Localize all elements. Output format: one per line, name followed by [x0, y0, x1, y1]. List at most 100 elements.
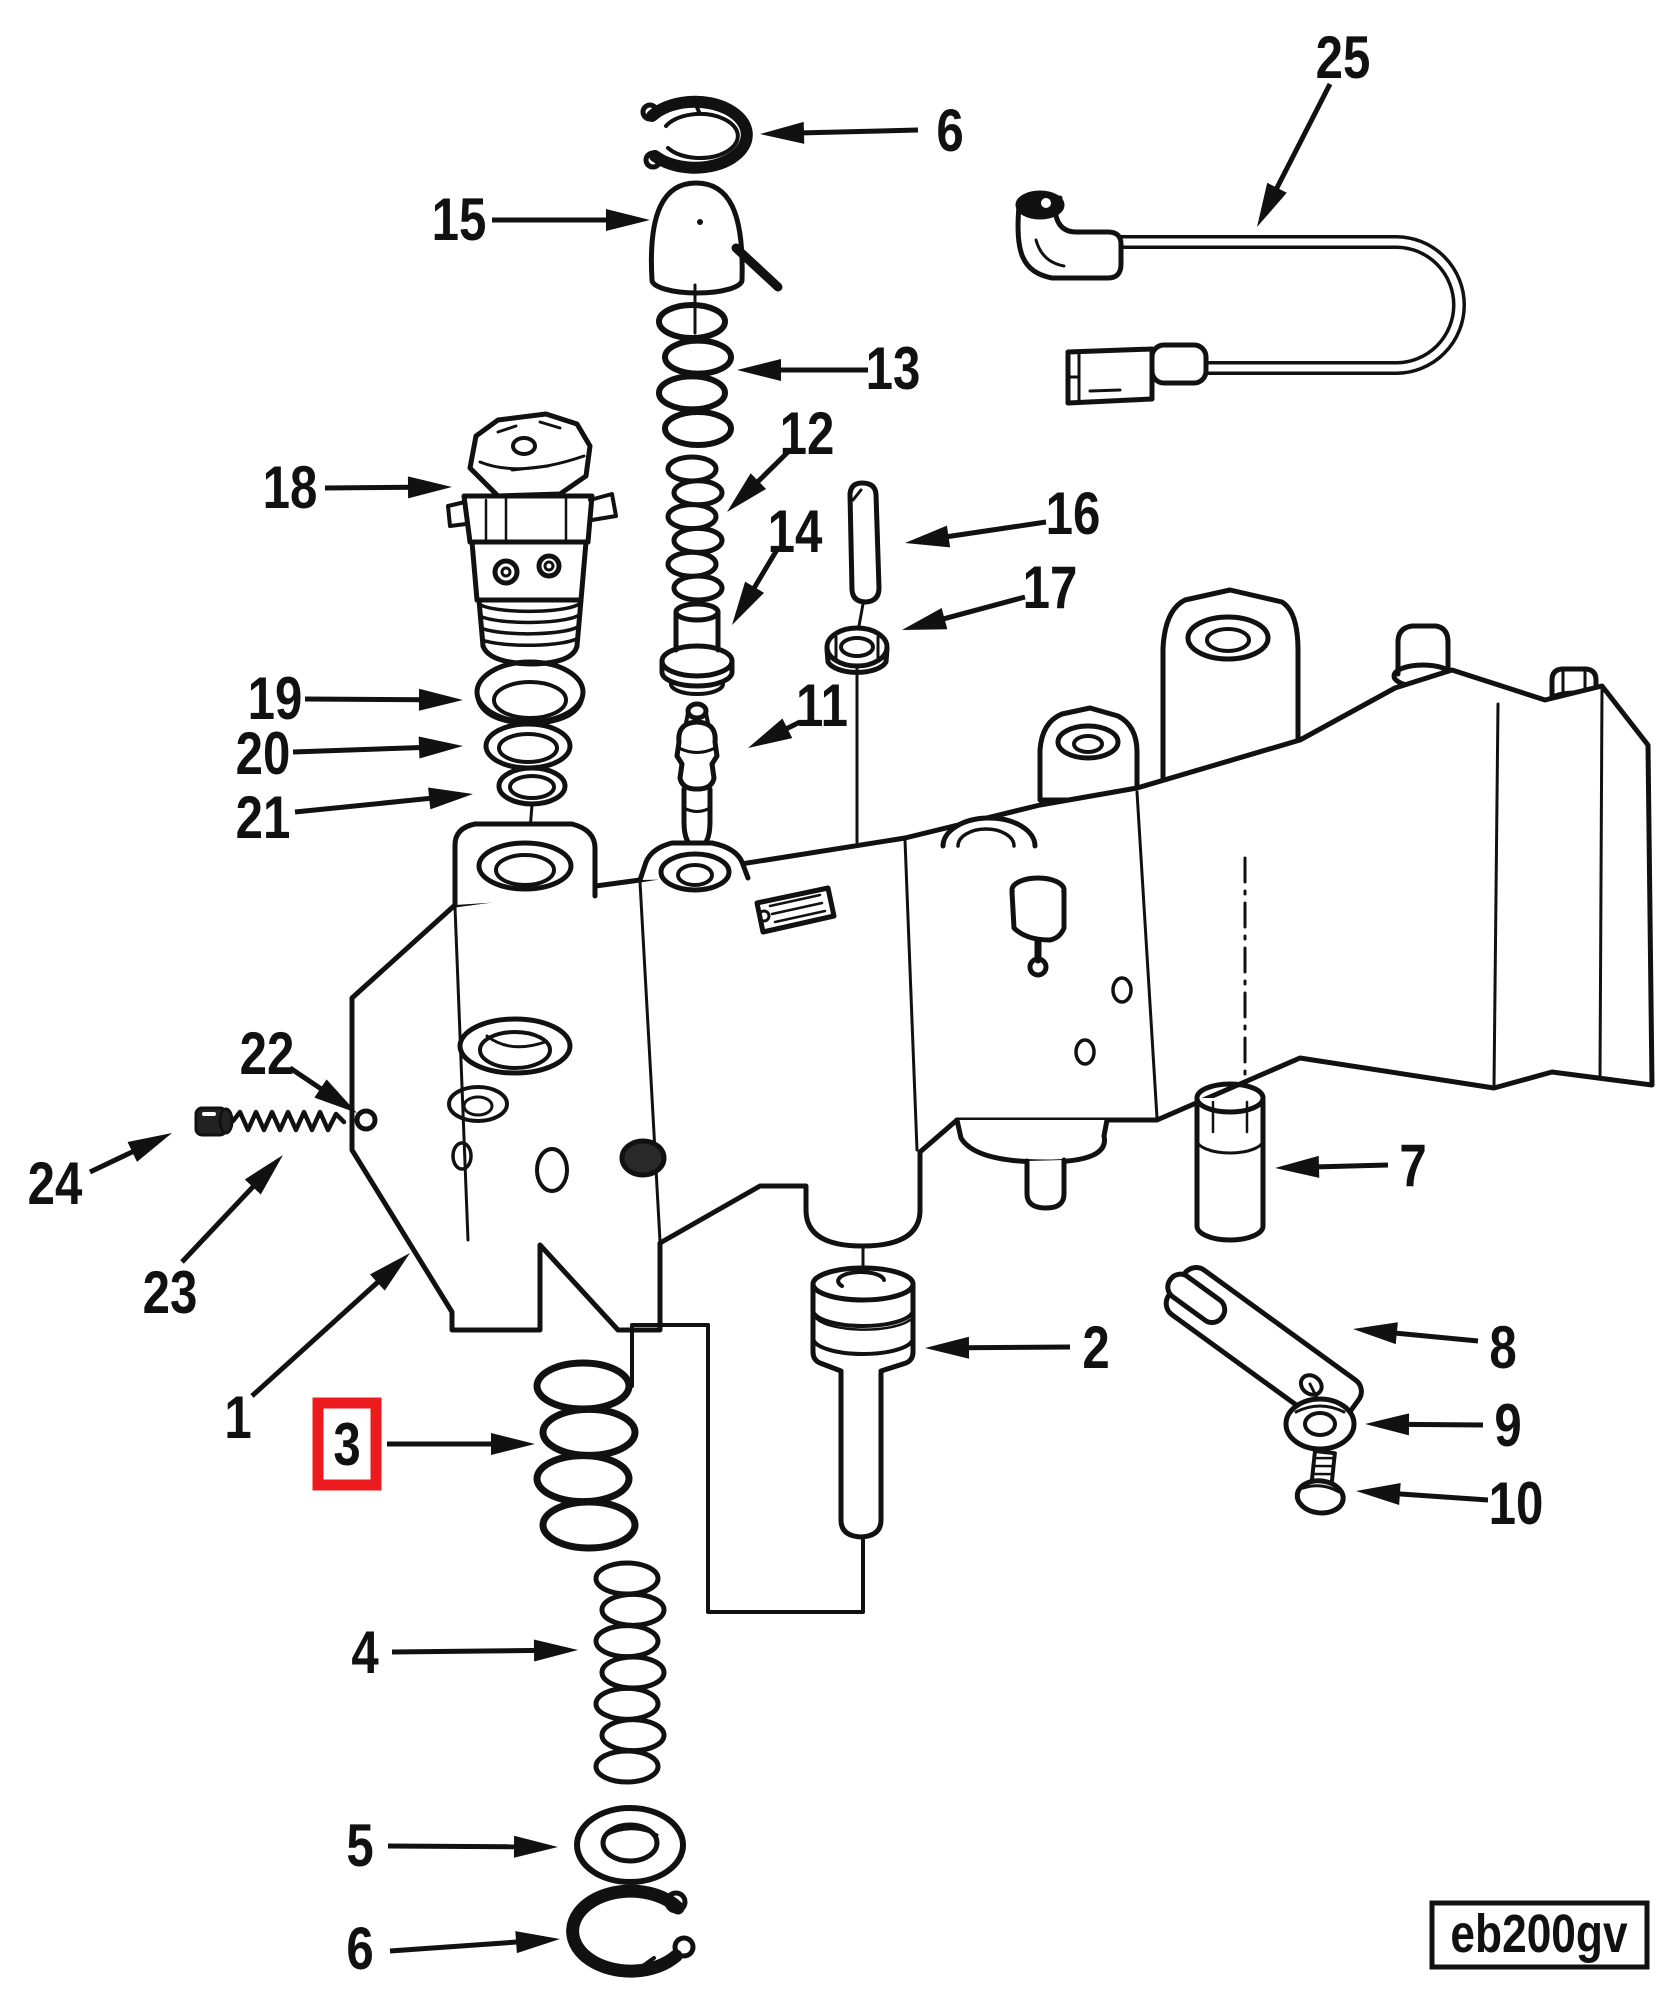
callout-arrow-line: [1312, 1162, 1389, 1170]
callout-number: 16: [1046, 479, 1101, 547]
callout-arrowhead: [127, 1133, 172, 1162]
callout-1[interactable]: 1: [224, 1253, 410, 1451]
callout-3[interactable]: 3: [312, 1397, 535, 1491]
callout-number: 19: [248, 664, 303, 732]
callout-number: 1: [224, 1383, 251, 1451]
callout-6b[interactable]: 6: [346, 1914, 560, 1982]
callout-11[interactable]: 11: [748, 671, 848, 748]
callout-10[interactable]: 10: [1356, 1469, 1543, 1537]
callout-22[interactable]: 22: [240, 1019, 357, 1113]
callout-arrowhead: [491, 1433, 535, 1455]
callout-number: 5: [346, 1811, 373, 1879]
callout-23[interactable]: 23: [143, 1155, 283, 1326]
part-3-spring-art: [533, 1359, 639, 1552]
callout-8[interactable]: 8: [1353, 1313, 1517, 1381]
part-25-wire-harness-art: [1015, 190, 1466, 406]
callout-arrowhead: [732, 581, 765, 625]
callout-arrowhead: [369, 1253, 410, 1291]
leader-line: [857, 602, 865, 628]
callout-arrowhead: [737, 359, 781, 381]
callout-arrow-line: [1402, 1421, 1484, 1428]
callout-16[interactable]: 16: [905, 479, 1101, 548]
callout-arrow-line: [88, 1147, 139, 1175]
callout-arrowhead: [1365, 1413, 1410, 1436]
callout-14[interactable]: 14: [732, 497, 823, 625]
callout-arrow-line: [324, 484, 415, 491]
part-17-nut-art: [824, 625, 890, 844]
callout-arrowhead: [905, 525, 951, 548]
callout-arrow-line: [180, 1180, 259, 1264]
callout-18[interactable]: 18: [263, 453, 452, 521]
callout-number: 11: [796, 671, 848, 739]
callout-13[interactable]: 13: [737, 334, 920, 402]
callout-4[interactable]: 4: [351, 1618, 578, 1686]
part-5-washer-art: [574, 1805, 686, 1885]
callout-arrow-line: [292, 744, 426, 755]
callout-arrow-line: [749, 546, 781, 594]
callout-arrow-line: [942, 519, 1047, 540]
callout-number: 14: [768, 497, 823, 565]
callout-arrow-line: [387, 1843, 521, 1850]
part-4-spring-art: [593, 1560, 667, 1785]
callout-arrowhead: [244, 1155, 283, 1195]
callout-number: 25: [1316, 23, 1371, 91]
callout-19[interactable]: 19: [248, 664, 463, 732]
callout-number: 22: [240, 1019, 295, 1087]
callout-6[interactable]: 6: [760, 96, 964, 164]
callout-arrow-line: [1390, 1330, 1479, 1344]
callout-2[interactable]: 2: [925, 1313, 1110, 1381]
callout-arrow-line: [304, 696, 426, 703]
callout-arrowhead: [418, 688, 463, 711]
callout-arrowhead: [606, 209, 650, 231]
callout-20[interactable]: 20: [236, 719, 463, 787]
callout-number: 23: [143, 1258, 198, 1326]
figure-code-box: eb200gv: [1429, 1900, 1650, 1970]
callout-arrowhead: [1275, 1155, 1320, 1178]
part-22-ball-art: [354, 1108, 378, 1132]
part-18-solenoid-art: [446, 411, 618, 667]
callout-arrow-line: [294, 795, 436, 815]
callout-arrowhead: [428, 787, 473, 810]
leader-line: [1308, 1382, 1319, 1400]
callout-arrow-line: [391, 1647, 541, 1655]
part-13-spring-art: [656, 302, 734, 448]
callout-arrowhead: [418, 736, 463, 759]
callout-number: 4: [351, 1618, 379, 1686]
callout-25[interactable]: 25: [1257, 23, 1370, 227]
callout-arrowhead: [760, 121, 805, 144]
callout-arrowhead: [533, 1639, 578, 1662]
part-19-cup-washer-art: [474, 659, 586, 726]
callout-number: 3: [333, 1410, 360, 1478]
assembly-connector-line: [630, 1323, 865, 1614]
part-10-screw-art: [1294, 1449, 1346, 1516]
callout-arrow-line: [797, 127, 919, 136]
callout-5[interactable]: 5: [346, 1811, 558, 1879]
part-14-seat-art: [659, 601, 735, 696]
callout-arrow-line: [1272, 82, 1333, 195]
part-6-snap-ring-bottom-art: [566, 1884, 696, 1978]
callout-arrowhead: [727, 473, 767, 512]
callout-9[interactable]: 9: [1365, 1391, 1522, 1459]
callout-arrow-line: [1393, 1491, 1489, 1503]
callout-15[interactable]: 15: [432, 185, 650, 253]
callout-arrow-line: [752, 448, 792, 488]
callout-21[interactable]: 21: [236, 783, 473, 851]
callout-12[interactable]: 12: [727, 399, 834, 512]
callout-arrowhead: [314, 1079, 357, 1113]
callout-arrowhead: [513, 1835, 558, 1858]
callout-arrowhead: [1353, 1322, 1398, 1345]
callout-arrow-line: [962, 1344, 1071, 1351]
callout-number: 17: [1023, 553, 1078, 621]
part-24-plug-spring-art: [194, 1106, 347, 1137]
callout-24[interactable]: 24: [28, 1133, 172, 1217]
part-16-pin-art: [847, 480, 882, 628]
callout-number: 12: [780, 399, 835, 467]
part-20-washer-art: [483, 721, 573, 771]
callout-arrowhead: [407, 476, 452, 499]
callout-17[interactable]: 17: [902, 553, 1077, 630]
callout-arrow-line: [938, 594, 1026, 623]
callout-7[interactable]: 7: [1275, 1131, 1427, 1199]
callout-number: 18: [263, 453, 318, 521]
